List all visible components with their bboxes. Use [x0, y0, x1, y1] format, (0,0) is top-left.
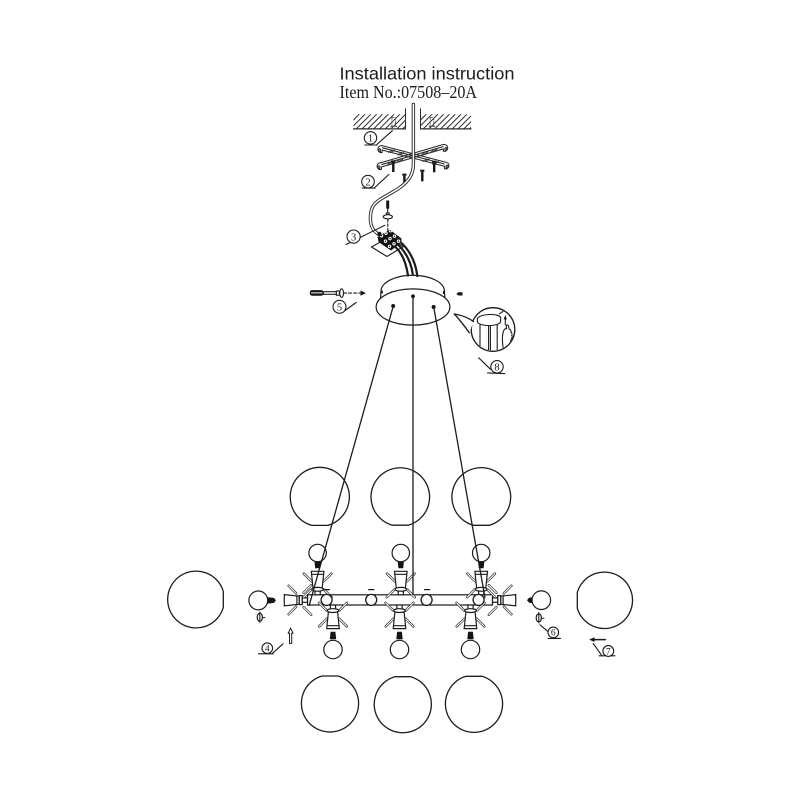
svg-text:Item No.:07508–20A: Item No.:07508–20A: [340, 82, 478, 102]
svg-text:6: 6: [551, 629, 556, 639]
svg-text:3: 3: [351, 232, 356, 243]
svg-text:4: 4: [265, 645, 270, 655]
svg-text:7: 7: [606, 647, 611, 657]
svg-text:8: 8: [494, 362, 499, 373]
svg-text:1: 1: [368, 134, 373, 145]
svg-text:5: 5: [337, 302, 342, 313]
svg-text:2: 2: [365, 177, 370, 188]
svg-text:Installation instruction: Installation instruction: [340, 63, 515, 83]
